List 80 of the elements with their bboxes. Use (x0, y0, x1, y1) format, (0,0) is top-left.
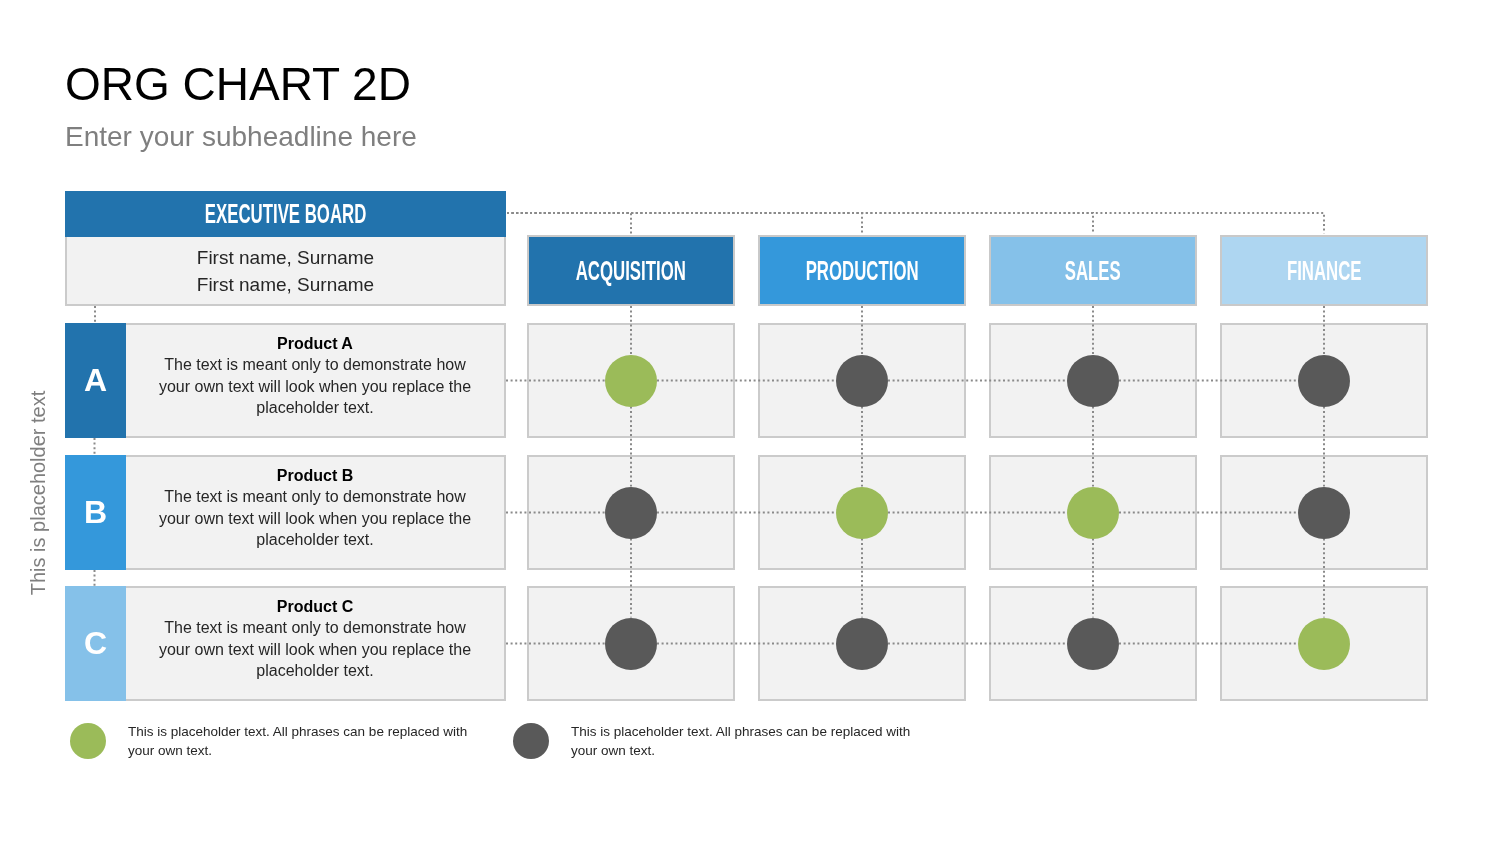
status-dot (1298, 617, 1350, 670)
dotted-connector (630, 537, 632, 619)
row-letter-tab: C (65, 586, 126, 701)
status-dot (605, 617, 657, 670)
dotted-connector (630, 405, 632, 488)
status-dot (836, 486, 888, 539)
matrix-cell (1220, 586, 1428, 701)
dotted-connector (93, 569, 96, 587)
status-dot (1067, 617, 1119, 670)
dotted-connector (887, 642, 1068, 645)
department-title: ACQUISITION (575, 255, 687, 286)
dotted-connector (1092, 405, 1094, 488)
department-box (527, 235, 735, 306)
dotted-connector (1323, 305, 1325, 356)
legend-text: This is placeholder text. All phrases can be replaced with your own text. (128, 723, 469, 760)
dotted-connector (1118, 511, 1299, 514)
title: ORG CHART 2D (65, 57, 411, 112)
dotted-connector (94, 305, 96, 324)
product-card (65, 586, 506, 701)
status-dot (1298, 354, 1350, 407)
dotted-connector (1118, 642, 1299, 645)
matrix-cell (989, 323, 1197, 438)
dotted-connector (861, 405, 863, 488)
status-dot (605, 486, 657, 539)
dotted-connector (861, 305, 863, 356)
matrix-cell (758, 586, 966, 701)
product-title: Product C (275, 597, 355, 617)
department-box (1220, 235, 1428, 306)
matrix-cell (1220, 455, 1428, 570)
status-dot (836, 617, 888, 670)
dotted-connector (93, 437, 96, 456)
matrix-cell (527, 586, 735, 701)
status-dot (1067, 354, 1119, 407)
dotted-connector (1118, 379, 1299, 382)
status-dot (1298, 486, 1350, 539)
product-description: The text is meant only to demonstrate how your own text will look when you replace the placeholder text. (157, 618, 473, 681)
dotted-connector (1323, 405, 1325, 488)
dotted-connector (630, 305, 632, 356)
dotted-connector (505, 511, 606, 514)
department-box (989, 235, 1197, 306)
dotted-connector (861, 537, 863, 619)
dotted-connector (1323, 537, 1325, 619)
status-dot (836, 354, 888, 407)
matrix-cell (527, 455, 735, 570)
dotted-connector (887, 511, 1068, 514)
product-description: The text is meant only to demonstrate how your own text will look when you replace the placeholder text. (157, 487, 473, 550)
board-heading: EXECUTIVE BOARD (204, 199, 367, 229)
side-label: This is placeholder text (26, 390, 50, 596)
matrix-cell (758, 455, 966, 570)
product-card (65, 323, 506, 438)
dotted-connector (656, 642, 837, 645)
row-letter-tab: B (65, 455, 126, 570)
department-title: SALES (1065, 255, 1121, 286)
dotted-connector (887, 379, 1068, 382)
executive-board-card (65, 191, 506, 306)
dotted-connector (505, 379, 606, 382)
department-title: PRODUCTION (805, 255, 919, 286)
status-dot (1067, 486, 1119, 539)
matrix-cell (758, 323, 966, 438)
dotted-connector (505, 642, 606, 645)
department-box (758, 235, 966, 306)
status-dot (605, 354, 657, 407)
product-card (65, 455, 506, 570)
subtitle: Enter your subheadline here (65, 120, 417, 154)
matrix-cell (989, 586, 1197, 701)
dotted-connector (1092, 305, 1094, 356)
legend-text: This is placeholder text. All phrases can be replaced with your own text. (571, 723, 912, 760)
dotted-connector (1092, 537, 1094, 619)
row-letter-tab: A (65, 323, 126, 438)
dotted-connector (656, 379, 837, 382)
matrix-cell (527, 323, 735, 438)
product-description: The text is meant only to demonstrate how your own text will look when you replace the placeholder text. (157, 355, 473, 418)
product-title: Product B (275, 466, 355, 486)
department-title: FINANCE (1286, 255, 1362, 286)
product-title: Product A (276, 334, 354, 354)
matrix-cell (989, 455, 1197, 570)
member-name: First name, Surname (196, 272, 375, 297)
member-name: First name, Surname (196, 245, 375, 270)
dotted-connector (656, 511, 837, 514)
matrix-cell (1220, 323, 1428, 438)
